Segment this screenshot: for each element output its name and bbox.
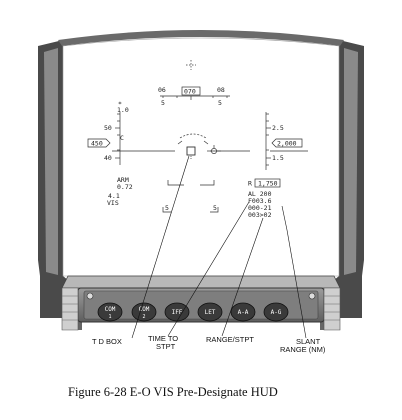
slant-range-value: 003>02 <box>248 211 272 219</box>
heading-right-label: 08 <box>217 86 225 94</box>
panel-screw-left <box>86 292 94 300</box>
button-com1[interactable]: COM 1 <box>97 302 123 322</box>
combiner-glass <box>62 37 340 277</box>
figure-caption: Figure 6-28 E-O VIS Pre-Designate HUD <box>68 385 278 399</box>
svg-text:A-G: A-G <box>271 309 282 316</box>
panel-buttons: COM 1 COM 2 IFF LET A-A A-G <box>97 302 289 322</box>
heading-center-value: 070 <box>184 88 196 96</box>
mach-top: 1.0 <box>117 106 129 114</box>
heading-tick-left: 5 <box>161 99 165 107</box>
g-value: 4.1 <box>108 192 120 200</box>
airspeed-tick-50: 50 <box>104 124 112 132</box>
svg-text:LET: LET <box>205 309 216 316</box>
heading-left-label: 06 <box>158 86 166 94</box>
callout-slant-1: SLANT <box>296 337 321 346</box>
mach-value: 0.72 <box>117 183 133 191</box>
td-box-reticle <box>177 133 209 160</box>
svg-text:A-A: A-A <box>238 309 249 316</box>
al-value: AL 200 <box>248 190 272 198</box>
callout-leaders <box>131 155 307 339</box>
control-panel <box>61 275 341 331</box>
radar-alt-prefix: R <box>248 180 252 188</box>
altitude-tick-top: 2.5 <box>272 124 284 132</box>
mode-label: VIS <box>107 199 119 207</box>
horizon-mark-left: 5 <box>165 204 169 212</box>
radar-alt-box: 1,750 <box>258 180 278 188</box>
pitch-ladder <box>162 180 219 213</box>
callout-range-stpt: RANGE/STPT <box>206 335 254 344</box>
callout-time-to-stpt-1: TIME TO <box>148 334 178 343</box>
svg-text:IFF: IFF <box>172 309 183 316</box>
horizon-mark-right: 5 <box>213 204 217 212</box>
svg-text:1: 1 <box>108 314 111 320</box>
range-stpt-value: F003.6 <box>248 197 272 205</box>
svg-text:COM: COM <box>139 306 150 313</box>
button-com2[interactable]: COM 2 <box>131 302 157 322</box>
panel-screw-right <box>308 292 316 300</box>
arm-label: ARM <box>117 176 129 184</box>
button-a-a[interactable]: A-A <box>230 302 256 322</box>
airspeed-tick-40: 40 <box>104 154 112 162</box>
button-let[interactable]: LET <box>197 302 223 322</box>
combiner-top-frame <box>58 30 344 46</box>
mach-top-icon: * <box>118 100 122 108</box>
bearing-value: 000-21 <box>248 204 272 212</box>
callout-labels: T D BOX TIME TO STPT RANGE/STPT SLANT RA… <box>92 334 326 354</box>
callout-slant-2: RANGE (NM) <box>280 345 326 354</box>
svg-text:COM: COM <box>105 306 116 313</box>
heading-tape <box>160 86 230 100</box>
hud-text: 06 070 08 5 5 * 1.0 50 C 450 40 ARM 0.72… <box>91 86 297 219</box>
callout-td-box: T D BOX <box>92 337 122 346</box>
svg-text:2: 2 <box>142 314 145 320</box>
airspeed-tape <box>87 112 121 165</box>
altitude-box: 2,000 <box>277 140 297 148</box>
airspeed-box: 450 <box>91 140 103 148</box>
altitude-tick-low: 1.5 <box>272 154 284 162</box>
button-a-g[interactable]: A-G <box>263 302 289 322</box>
button-iff[interactable]: IFF <box>164 302 190 322</box>
flight-path-marker <box>207 145 221 154</box>
airspeed-marker: C <box>120 134 124 142</box>
hud-symbology <box>87 60 308 339</box>
altitude-tape <box>254 112 303 188</box>
callout-time-to-stpt-2: STPT <box>156 342 176 351</box>
heading-tick-right: 5 <box>218 99 222 107</box>
